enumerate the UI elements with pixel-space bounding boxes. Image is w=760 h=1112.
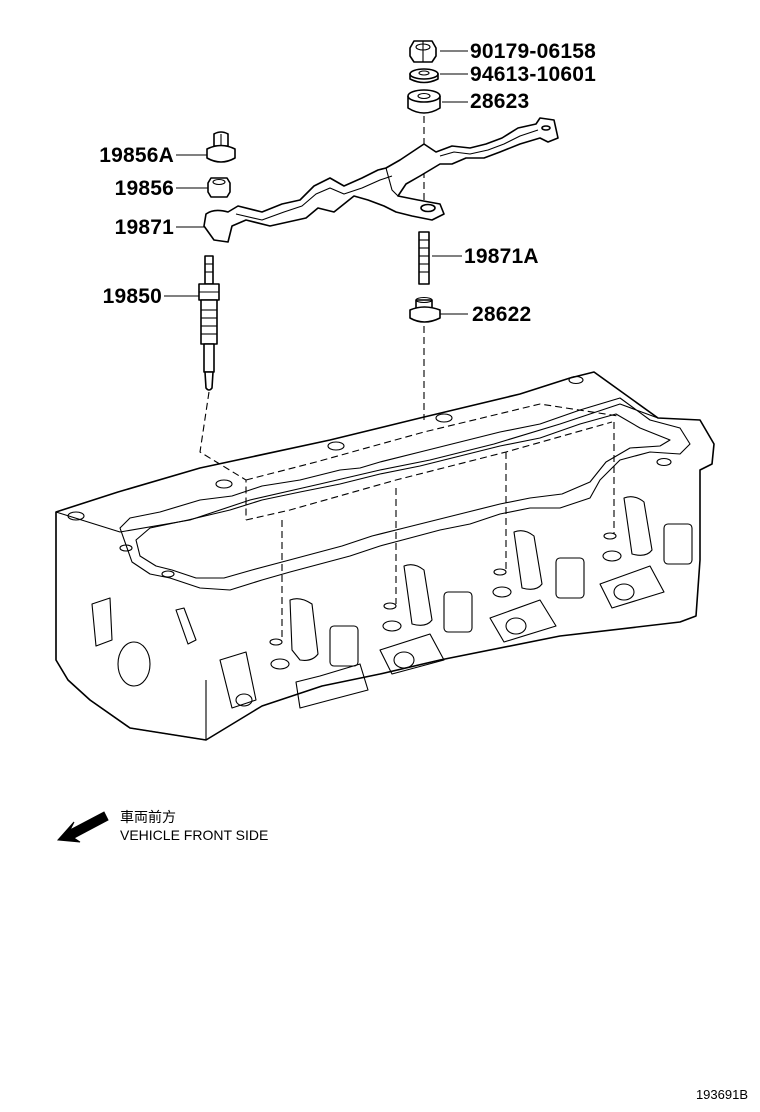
collar-28622 [409, 296, 441, 323]
front-direction-arrow-icon [56, 811, 109, 843]
stud-19871A [418, 231, 430, 285]
part-label-28623: 28623 [470, 90, 530, 113]
part-label-19850: 19850 [102, 285, 162, 308]
direction-caption-english: VEHICLE FRONT SIDE [120, 827, 269, 843]
leader-lines [164, 50, 468, 315]
part-label-19871: 19871 [114, 216, 174, 239]
part-label-90179-06158: 90179-06158 [470, 40, 596, 63]
part-label-28622: 28622 [472, 303, 532, 326]
part-label-19856: 19856 [114, 177, 174, 200]
direction-caption-japanese: 車両前方 [120, 809, 176, 825]
stud-19856A [206, 131, 236, 163]
part-label-94613-10601: 94613-10601 [470, 63, 596, 86]
figure-code: 193691B [695, 1087, 748, 1102]
nut-90179-06158 [409, 40, 437, 63]
glow-plug-19850 [198, 255, 220, 391]
part-label-19871A: 19871A [464, 245, 539, 268]
cylinder-head [55, 371, 715, 741]
washer-94613-10601 [409, 68, 439, 84]
guide-line-glow-plug [199, 391, 247, 520]
connector-plate-19871 [203, 117, 559, 243]
nut-19856 [207, 177, 231, 198]
part-label-19856A: 19856A [99, 144, 174, 167]
spacer-28623 [407, 89, 441, 114]
